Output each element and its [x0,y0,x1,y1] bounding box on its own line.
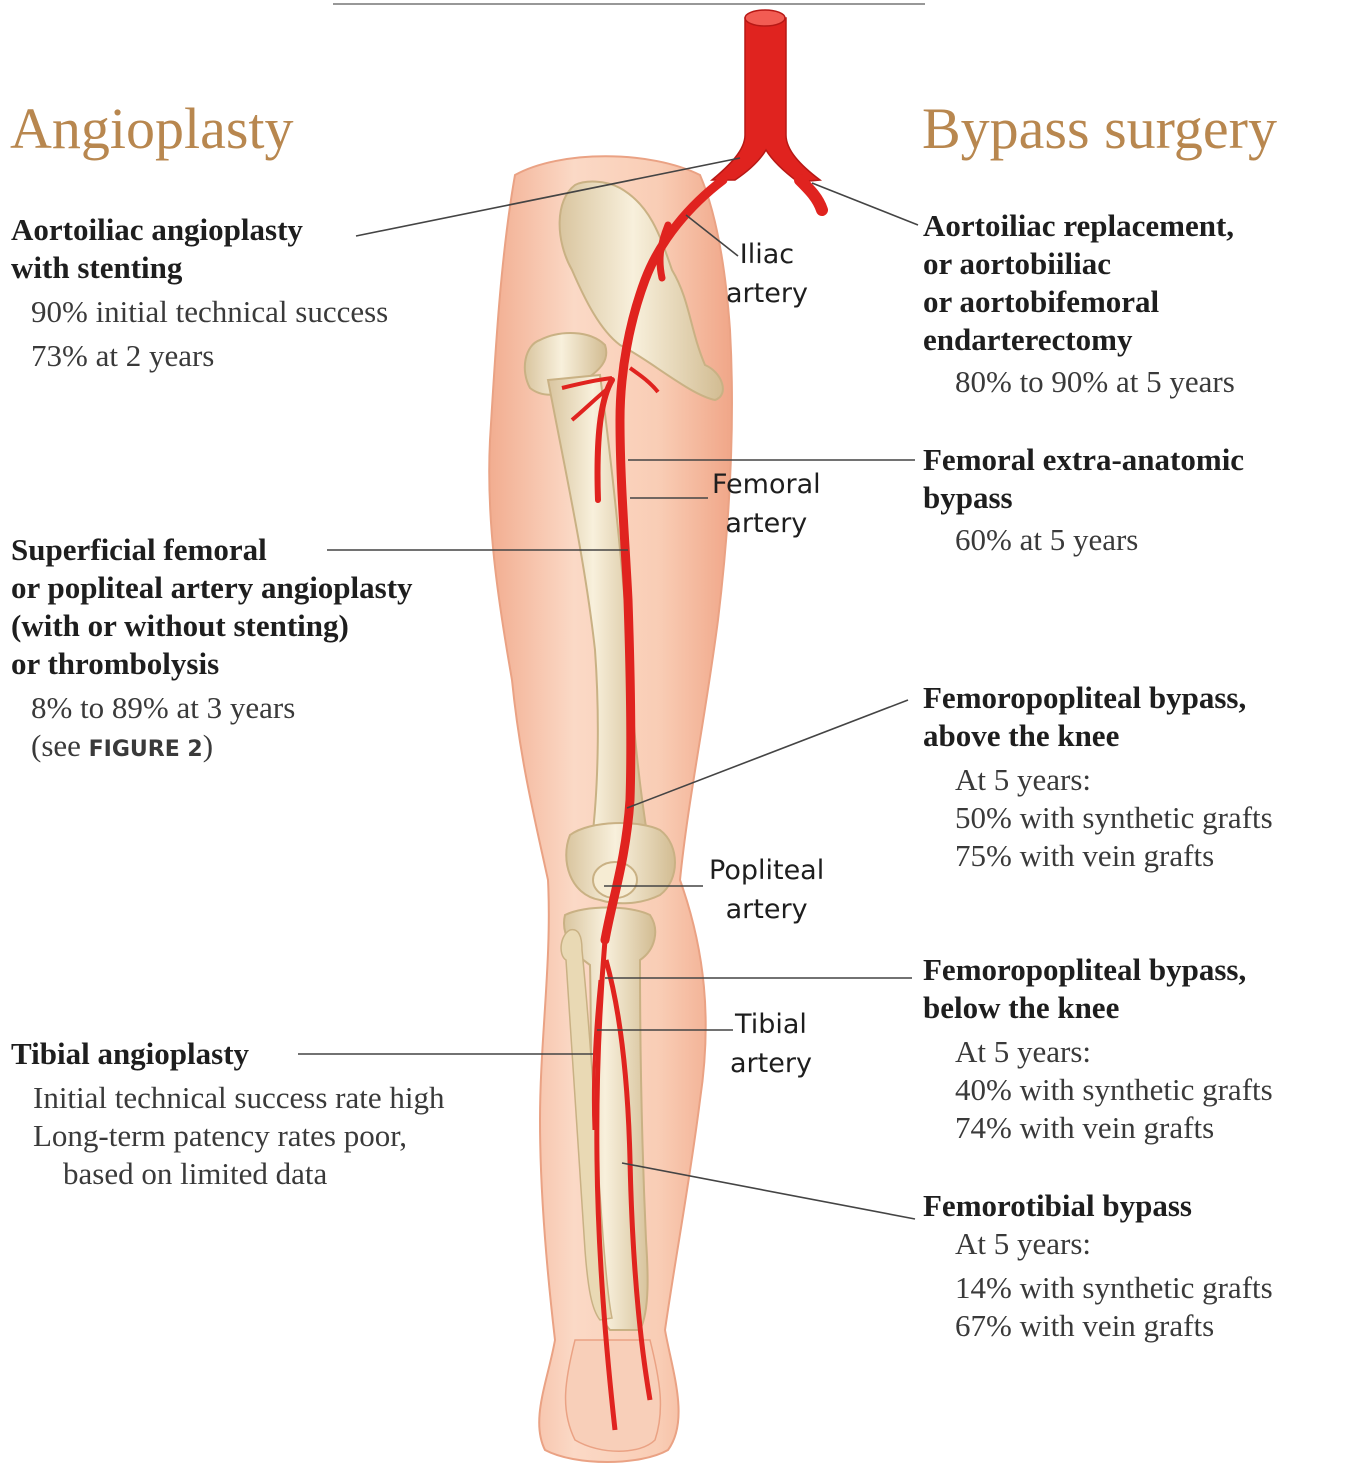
detail-line: At 5 years: [923,1033,1273,1071]
aortoiliac-angioplasty-block: Aortoiliac angioplasty with stenting 90%… [11,211,388,375]
aorta [712,18,820,182]
bypass-surgery-heading: Bypass surgery [922,100,1277,158]
angioplasty-heading: Angioplasty [10,100,294,158]
detail-line: 50% with synthetic grafts [923,799,1273,837]
detail-line: 90% initial technical success [11,293,388,331]
title-line: bypass [923,479,1244,517]
title-line: or aortobifemoral [923,283,1235,321]
figure-ref-prefix: (see [31,728,89,763]
title-line: endarterectomy [923,321,1235,359]
detail-line: 75% with vein grafts [923,837,1273,875]
aortoiliac-replacement-block: Aortoiliac replacement, or aortobiiliac … [923,207,1235,401]
leader-aortoiliac-replacement [812,183,918,225]
title-line: Femoropopliteal bypass, [923,679,1273,717]
label-line: artery [709,890,824,929]
detail-line: 14% with synthetic grafts [923,1269,1273,1307]
detail-line: 74% with vein grafts [923,1109,1273,1147]
femoropopliteal-above-knee-block: Femoropopliteal bypass, above the knee A… [923,679,1273,875]
detail-line: Long-term patency rates poor, [11,1117,444,1155]
detail-line: 73% at 2 years [11,337,388,375]
title-line: or aortobiiliac [923,245,1235,283]
title-line: with stenting [11,249,388,287]
detail-line: At 5 years: [923,761,1273,799]
femoropopliteal-below-knee-block: Femoropopliteal bypass, below the knee A… [923,951,1273,1147]
popliteal-artery-label: Popliteal artery [709,851,824,929]
label-line: Femoral [712,465,821,504]
detail-line: 40% with synthetic grafts [923,1071,1273,1109]
tibial-artery-label: Tibial artery [730,1005,812,1083]
title-line: below the knee [923,989,1273,1027]
detail-line: Initial technical success rate high [11,1079,444,1117]
femoral-artery-label: Femoral artery [712,465,821,543]
title-line: Superficial femoral [11,531,413,569]
label-line: artery [730,1044,812,1083]
title-line: or popliteal artery angioplasty [11,569,413,607]
title-line: Femoral extra-anatomic [923,441,1244,479]
title-line: (with or without stenting) [11,607,413,645]
iliac-artery-label: Iliac artery [726,235,808,313]
aorta-opening [745,10,785,26]
iliac-branch-right [800,180,822,210]
tibial-angioplasty-block: Tibial angioplasty Initial technical suc… [11,1035,444,1193]
superficial-femoral-angioplasty-block: Superficial femoral or popliteal artery … [11,531,413,769]
figure-reference: (see FIGURE 2) [11,727,413,769]
detail-line: 60% at 5 years [923,521,1244,559]
label-line: artery [712,504,821,543]
femoral-extra-anatomic-block: Femoral extra-anatomic bypass 60% at 5 y… [923,441,1244,559]
detail-line: At 5 years: [923,1225,1273,1263]
title-line: Femoropopliteal bypass, [923,951,1273,989]
title-line: or thrombolysis [11,645,413,683]
figure-ref-suffix: ) [203,728,213,763]
label-line: Tibial [730,1005,812,1044]
label-line: artery [726,274,808,313]
detail-line: 8% to 89% at 3 years [11,689,413,727]
title-line: Aortoiliac replacement, [923,207,1235,245]
title-line: Tibial angioplasty [11,1035,444,1073]
detail-line: 67% with vein grafts [923,1307,1273,1345]
figure-2-link[interactable]: FIGURE 2 [89,737,203,762]
title-line: above the knee [923,717,1273,755]
label-line: Popliteal [709,851,824,890]
detail-line: based on limited data [11,1155,444,1193]
label-line: Iliac [726,235,808,274]
detail-line: 80% to 90% at 5 years [923,363,1235,401]
femorotibial-bypass-block: Femorotibial bypass At 5 years: 14% with… [923,1187,1273,1345]
title-line: Femorotibial bypass [923,1187,1273,1225]
title-line: Aortoiliac angioplasty [11,211,388,249]
